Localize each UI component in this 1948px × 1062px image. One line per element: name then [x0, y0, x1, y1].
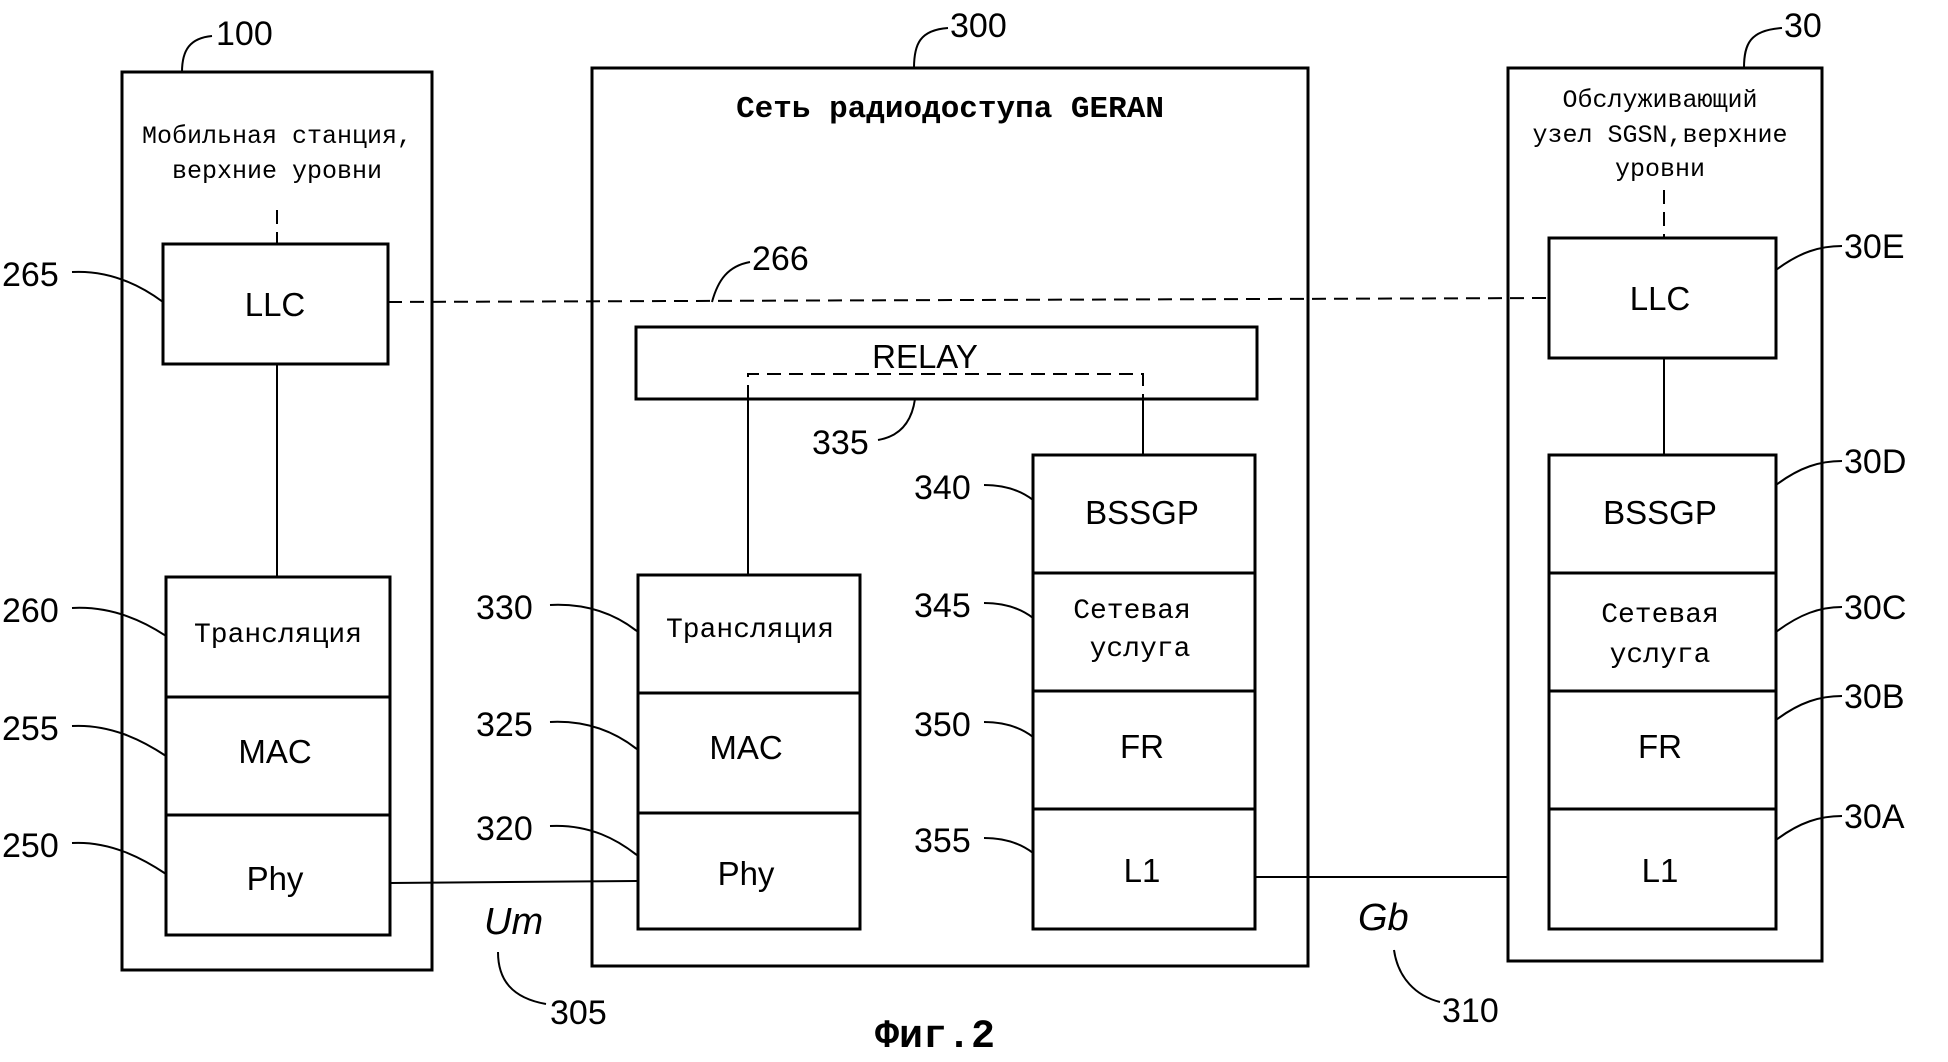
figure-caption: Фиг.2 — [875, 1015, 995, 1060]
sgsn-header-line-3: уровни — [1615, 155, 1705, 184]
ms-translation-cell — [164, 575, 392, 699]
geran-bssgp-ref: 340 — [914, 469, 971, 507]
ms-phy-cell — [164, 813, 392, 937]
sgsn-llc-label: LLC — [1630, 280, 1691, 317]
sgsn-llc-cell — [1547, 236, 1778, 360]
sgsn-bssgp-ref-leader — [1775, 460, 1843, 486]
ms-llc-label: LLC — [245, 286, 306, 323]
ms-phy-label: Phy — [247, 860, 304, 897]
geran-bssgp-label: BSSGP — [1085, 494, 1199, 531]
geran-bssgp-ref-leader — [983, 484, 1034, 501]
llc-link-ref-leader — [711, 261, 751, 303]
sgsn-netservice-ref: 30C — [1844, 589, 1906, 627]
sgsn-l1-ref-leader — [1775, 815, 1843, 841]
geran-netservice-line-1: Сетевая — [1073, 596, 1191, 627]
sgsn-l1-cell — [1547, 807, 1778, 931]
ms-phy-ref-leader — [71, 841, 167, 875]
geran-netservice-ref-leader — [983, 602, 1034, 619]
sgsn-netservice-ref-leader — [1775, 606, 1843, 633]
mobile-station-block: Мобильная станция, верхние уровни LLC Тр… — [120, 70, 434, 972]
ms-mac-ref: 255 — [2, 710, 59, 748]
sgsn-fr-label: FR — [1638, 728, 1682, 765]
geran-l1-ref-leader — [983, 837, 1034, 854]
geran-ref-leader — [913, 27, 949, 69]
geran-relay-cell — [634, 325, 1259, 401]
sgsn-l1-ref: 30A — [1844, 798, 1905, 836]
llc-peer-link — [387, 297, 1550, 303]
geran-mac-label: MAC — [709, 729, 782, 766]
llc-link-ref: 266 — [752, 240, 809, 278]
relay-ref: 335 — [812, 424, 869, 462]
ms-translation-ref: 260 — [2, 592, 59, 630]
ms-header-line-2: верхние уровни — [172, 157, 382, 186]
geran-translation-ref-leader — [549, 603, 639, 633]
sgsn-bssgp-ref: 30D — [1844, 443, 1906, 481]
geran-fr-cell — [1031, 689, 1257, 811]
sgsn-fr-cell — [1547, 689, 1778, 811]
gb-interface-label: Gb — [1358, 897, 1409, 939]
ms-ref: 100 — [216, 15, 273, 53]
sgsn-llc-ref-leader — [1775, 245, 1843, 271]
relay-ref-leader — [877, 398, 916, 441]
ms-header-line-1: Мобильная станция, — [142, 122, 412, 151]
um-ref: 305 — [550, 994, 607, 1032]
sgsn-header-line-1: Обслуживающий — [1562, 86, 1757, 115]
gb-ref: 310 — [1442, 992, 1499, 1030]
geran-netservice-line-2: услуга — [1090, 634, 1191, 665]
geran-ref: 300 — [950, 7, 1007, 45]
geran-netservice-ref: 345 — [914, 587, 971, 625]
sgsn-ref-leader — [1743, 27, 1783, 69]
sgsn-fr-ref-leader — [1775, 695, 1843, 721]
sgsn-netservice-cell — [1547, 571, 1778, 693]
geran-mac-ref: 325 — [476, 706, 533, 744]
sgsn-netservice-line-1: Сетевая — [1601, 600, 1719, 631]
geran-netservice-cell — [1031, 571, 1257, 693]
um-interface-link — [389, 880, 639, 884]
geran-relay-internal-path — [747, 373, 1144, 399]
um-ref-leader — [497, 951, 547, 1005]
ms-mac-label: MAC — [238, 733, 311, 770]
geran-mac-ref-leader — [549, 720, 639, 751]
gb-ref-leader — [1393, 949, 1441, 1003]
geran-phy-ref-leader — [549, 824, 639, 857]
sgsn-ref: 30 — [1784, 7, 1822, 45]
geran-phy-label: Phy — [718, 855, 775, 892]
sgsn-netservice-line-2: услуга — [1610, 640, 1711, 671]
sgsn-fr-ref: 30B — [1844, 678, 1905, 716]
sgsn-header-line-2: узел SGSN,верхние — [1532, 121, 1787, 150]
geran-translation-label: Трансляция — [666, 615, 834, 646]
sgsn-l1-label: L1 — [1642, 852, 1679, 889]
ms-mac-ref-leader — [71, 724, 167, 757]
geran-fr-ref: 350 — [914, 706, 971, 744]
sgsn-bssgp-label: BSSGP — [1603, 494, 1717, 531]
ms-ref-leader — [181, 35, 213, 73]
geran-phy-ref: 320 — [476, 810, 533, 848]
um-interface-label: Um — [484, 901, 543, 943]
geran-phy-cell — [636, 811, 862, 931]
geran-fr-ref-leader — [983, 721, 1034, 738]
geran-l1-ref: 355 — [914, 822, 971, 860]
geran-title: Сеть радиодоступа GERAN — [736, 92, 1164, 127]
sgsn-llc-ref: 30E — [1844, 228, 1905, 266]
ms-mac-cell — [164, 695, 392, 817]
geran-fr-label: FR — [1120, 728, 1164, 765]
ms-translation-label: Трансляция — [194, 620, 362, 651]
ms-translation-ref-leader — [71, 606, 167, 637]
geran-l1-label: L1 — [1124, 852, 1161, 889]
ms-llc-cell — [161, 242, 390, 366]
geran-l1-cell — [1031, 807, 1257, 931]
geran-block: Сеть радиодоступа GERAN RELAY Трансляция… — [590, 66, 1310, 968]
geran-translation-ref: 330 — [476, 589, 533, 627]
ms-llc-ref-leader — [71, 270, 164, 303]
ms-llc-ref: 265 — [2, 256, 59, 294]
ms-phy-ref: 250 — [2, 827, 59, 865]
geran-relay-label: RELAY — [872, 338, 978, 375]
geran-bssgp-cell — [1031, 453, 1257, 575]
sgsn-block: Обслуживающий узел SGSN,верхние уровни L… — [1506, 66, 1824, 963]
